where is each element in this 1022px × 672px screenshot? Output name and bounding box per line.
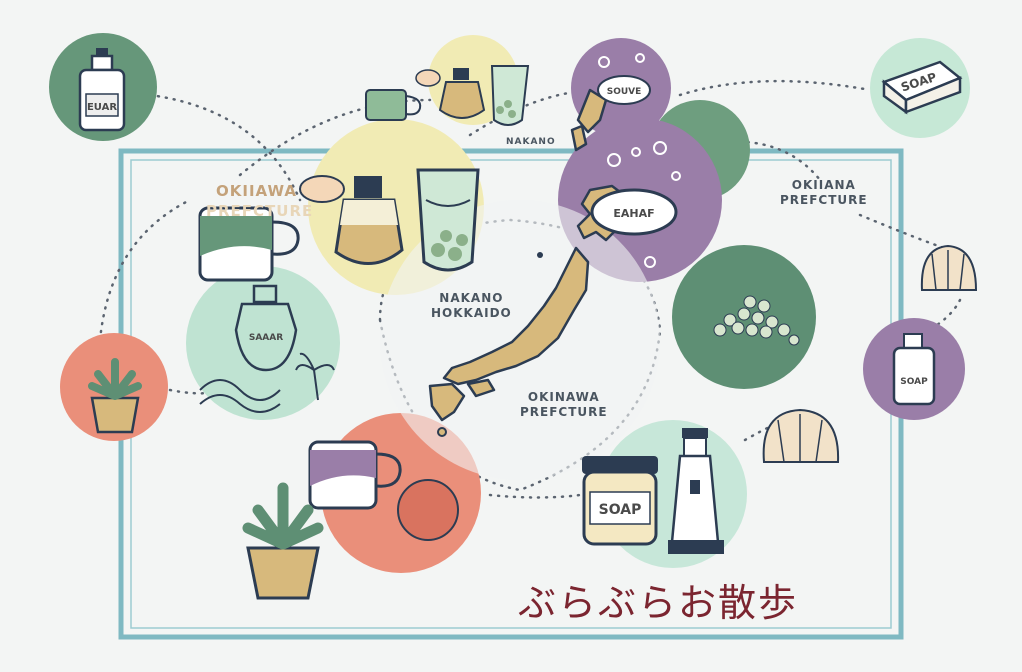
bottle-icon: SAAAR xyxy=(234,284,298,372)
salt-pile-icon xyxy=(713,295,800,346)
soap-bar-label: EAHAF xyxy=(613,207,654,220)
map-label-okiiana: OKIIANA PREFCTURE xyxy=(780,178,868,207)
soap-bar-icon: SOUVE xyxy=(597,75,651,105)
bottle-icon: EUAR xyxy=(78,48,126,132)
perfume-icon xyxy=(299,175,404,265)
sachet-icon xyxy=(416,168,480,272)
succulent-icon xyxy=(88,358,142,434)
soap-bar-icon: SOAP xyxy=(881,60,963,115)
island-dot xyxy=(537,252,543,258)
map-label-okiiawa: OKIIAWA xyxy=(216,182,297,200)
page-title: ぶらぶらお散歩 xyxy=(518,581,799,625)
soap-bar-label: SOUVE xyxy=(607,87,642,97)
sachet-icon xyxy=(490,65,530,126)
mug-icon xyxy=(308,440,402,510)
soap-bar-icon: EAHAF xyxy=(590,188,678,236)
soap-jar-icon: SOAP xyxy=(582,456,658,546)
mug-icon xyxy=(365,89,422,121)
perfume-icon xyxy=(415,68,486,119)
shell-icon xyxy=(762,408,840,463)
sponge-icon xyxy=(397,479,459,541)
succulent-icon xyxy=(242,482,324,600)
bottle-label: SAAAR xyxy=(249,333,283,343)
wave-icon xyxy=(199,379,281,413)
island-dot xyxy=(437,427,447,437)
soap-jar-label: SOAP xyxy=(599,502,642,518)
map-label-nakano-hokkaido: NAKANO HOKKAIDO xyxy=(431,291,512,320)
bubbles-icon xyxy=(598,53,681,268)
bottle-label: SOAP xyxy=(900,377,928,387)
lighthouse-icon xyxy=(668,428,724,554)
mug-icon xyxy=(198,206,300,282)
map-label-nakano: NAKANO xyxy=(506,137,556,147)
bottle-label: EUAR xyxy=(87,102,117,113)
map-label-okinawa: OKINAWA PREFCTURE xyxy=(520,390,608,419)
bottle-icon: SOAP xyxy=(892,333,936,406)
map-label-okiiawa-sub: PREFCTURE xyxy=(206,202,314,220)
shell-icon xyxy=(920,244,978,291)
palm-icon xyxy=(295,352,335,401)
